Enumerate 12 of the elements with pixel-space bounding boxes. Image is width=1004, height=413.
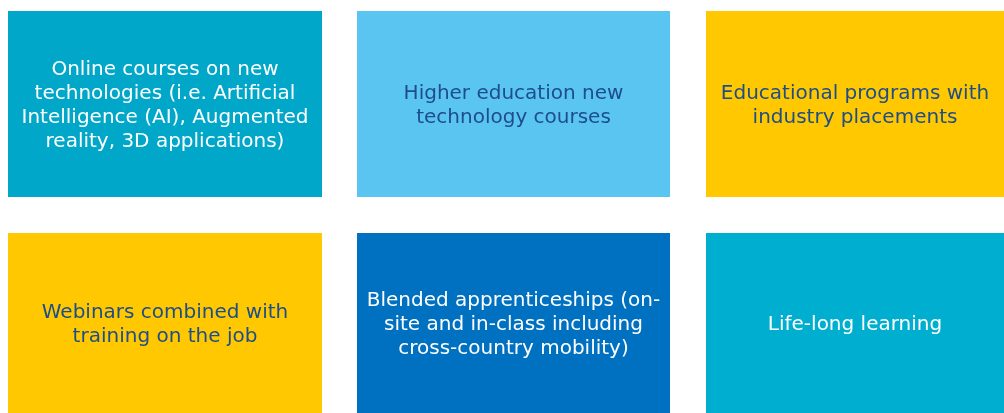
box-label: Life-long learning: [767, 311, 943, 335]
box-label: Higher education new technology courses: [402, 80, 625, 128]
process-box: [8, 233, 322, 413]
box-label: Educational programs with industry placements: [719, 80, 991, 128]
box-label: Webinars combined with training on the job: [40, 299, 290, 347]
box-label: Blended apprenticeships (on-site and in-class including cross-country mobility): [365, 287, 662, 359]
process-box: [8, 11, 322, 197]
process-box: [706, 11, 1004, 197]
process-box: [706, 233, 1004, 413]
process-box: [357, 233, 670, 413]
box-label: Online courses on new technologies (i.e. Artificial Intelligence (AI), Augmented reality, 3D applications): [20, 56, 310, 152]
process-box: [357, 11, 670, 197]
